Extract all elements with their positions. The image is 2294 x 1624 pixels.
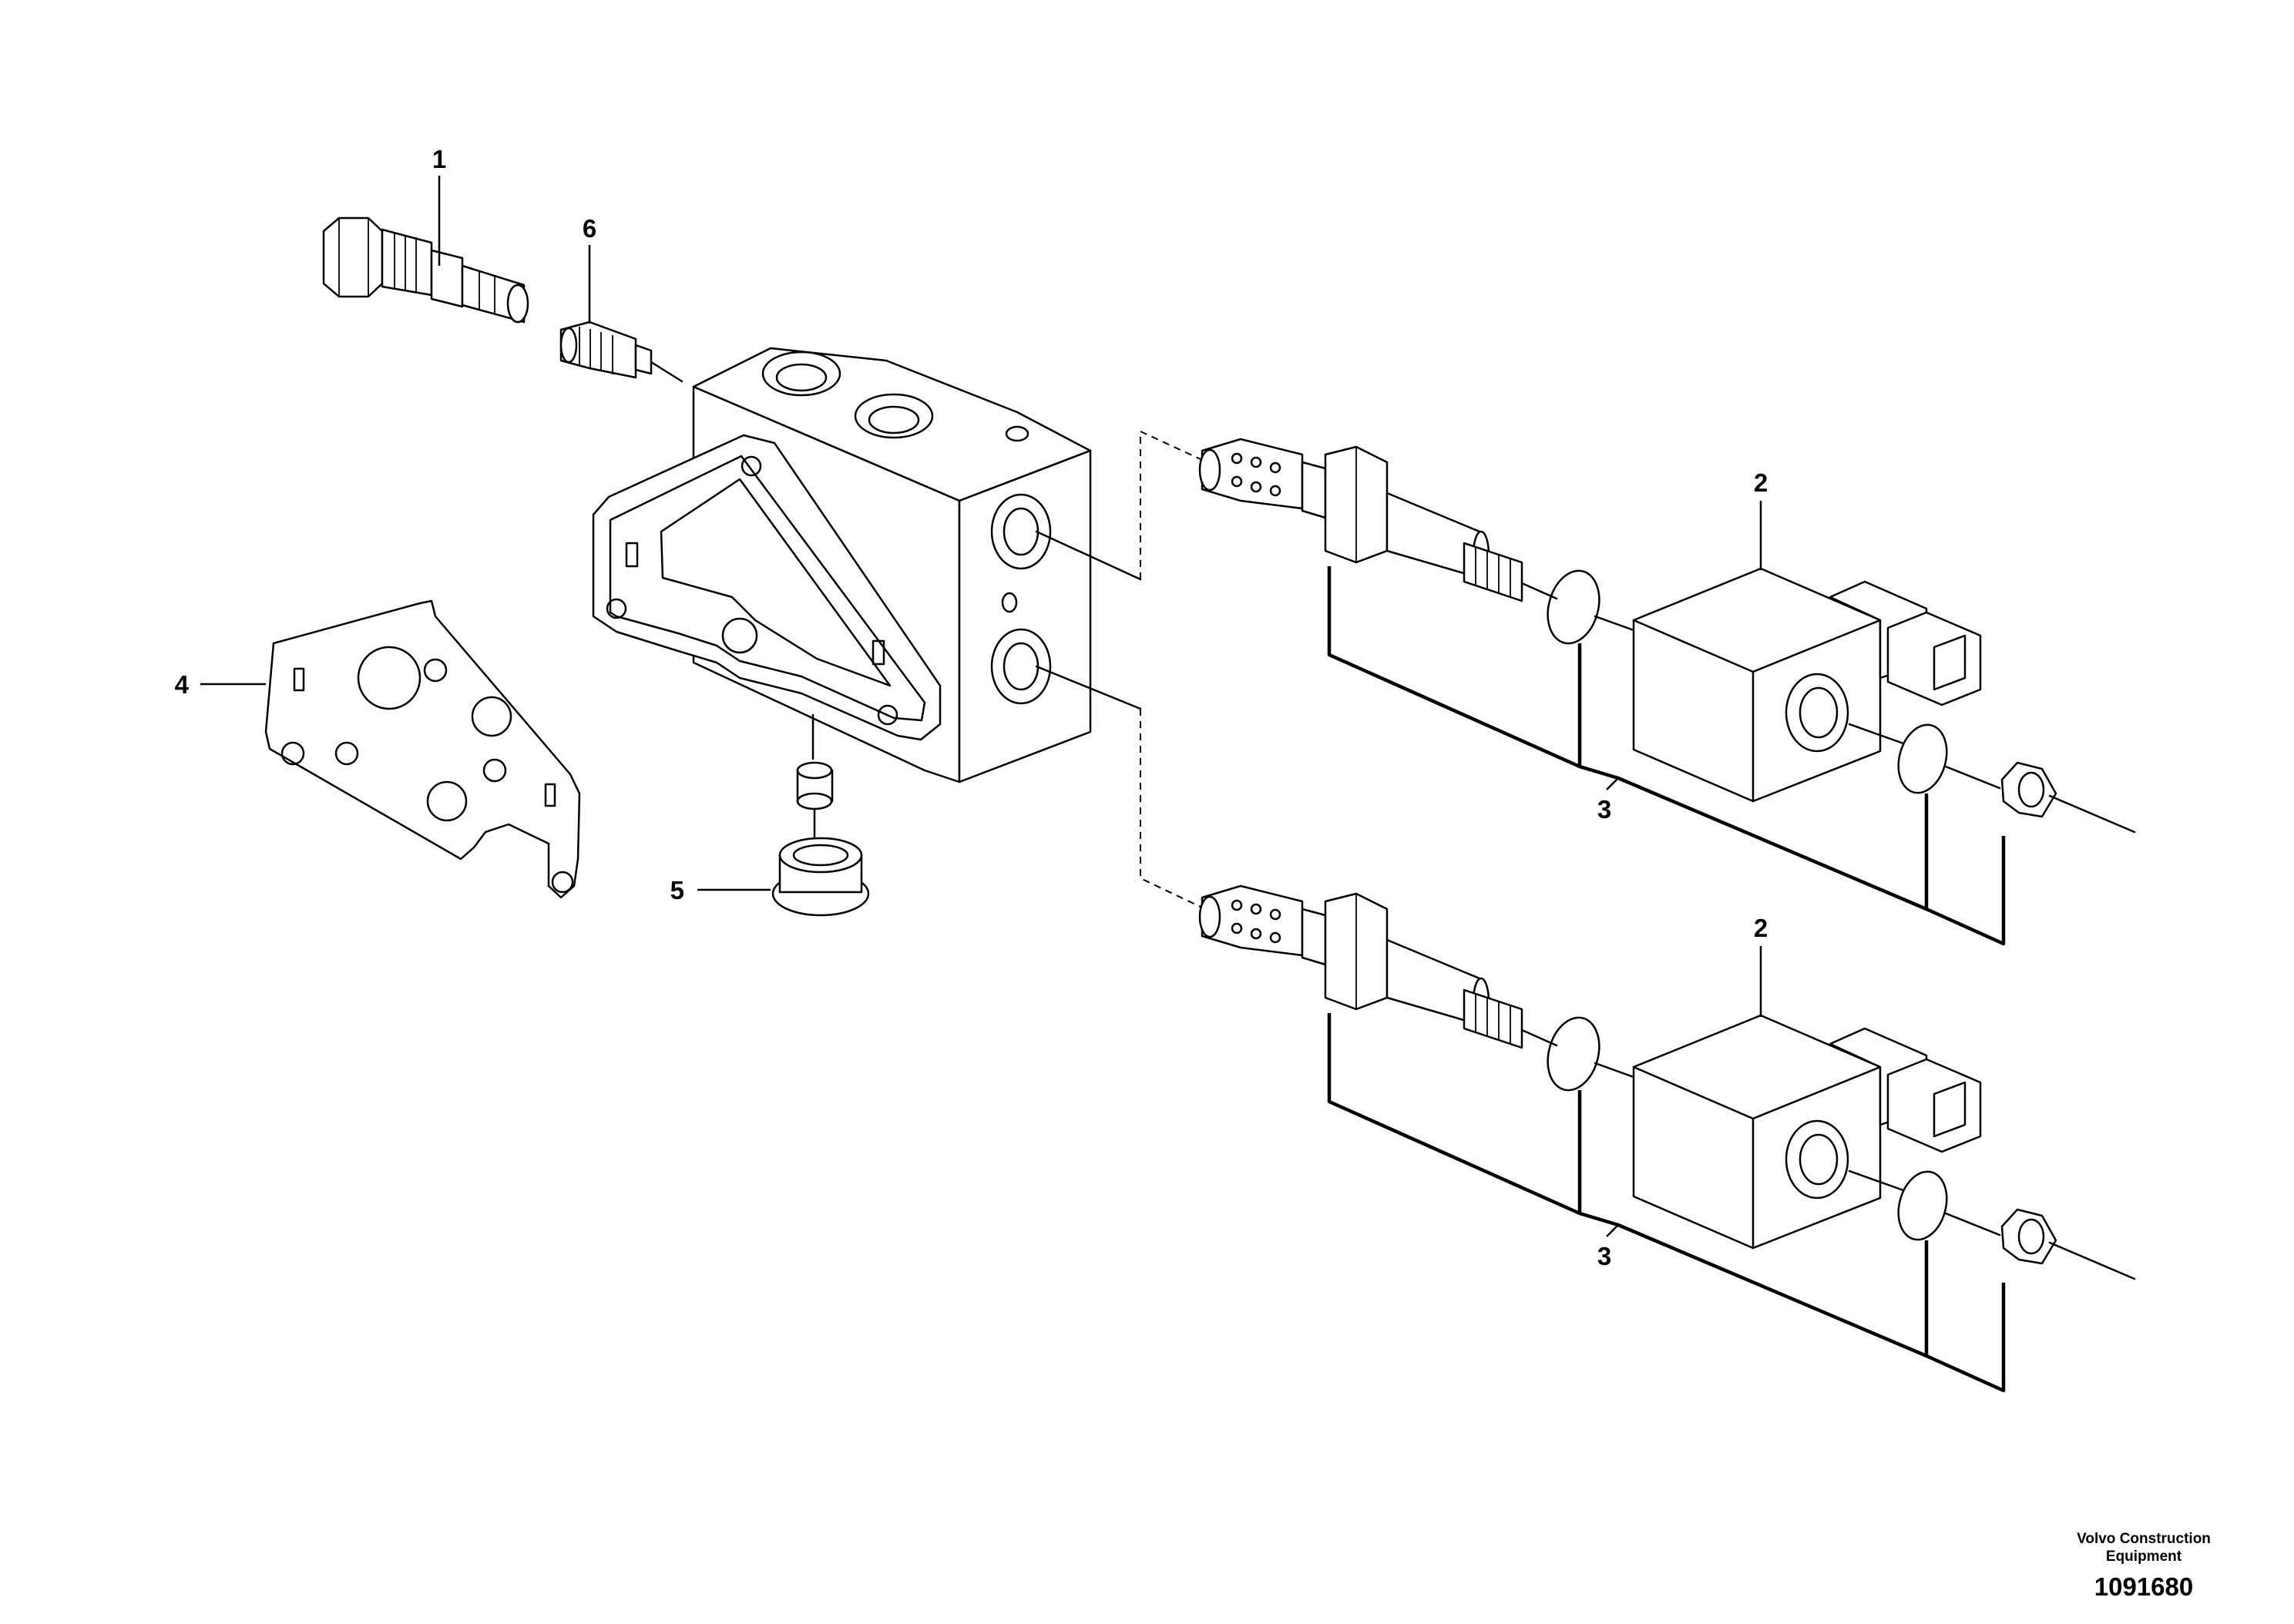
callout-3-upper: 3: [1597, 795, 1611, 824]
upper-solenoid-valve: [1198, 438, 2136, 946]
callout-3-lower: 3: [1597, 1242, 1611, 1270]
callout-1: 1: [432, 145, 446, 173]
brand-line-1: Volvo Construction: [2077, 1531, 2211, 1547]
part-6-plug: [559, 320, 683, 383]
part-5-plug: [771, 761, 870, 917]
document-number: 1091680: [2094, 1572, 2193, 1601]
valve-block: [592, 347, 1142, 783]
dashed-assembly-lines: [1140, 430, 1203, 908]
lower-solenoid-valve: [1198, 884, 2136, 1393]
callout-6: 6: [583, 214, 596, 243]
brand-line-2: Equipment: [2106, 1549, 2182, 1565]
callout-5: 5: [670, 876, 684, 904]
callout-2-lower: 2: [1754, 914, 1768, 942]
part-1-relief-valve: [322, 216, 529, 324]
part-4-gasket: [264, 599, 581, 899]
leader-lines: [200, 176, 1762, 1237]
callout-2-upper: 2: [1754, 468, 1768, 497]
callout-4: 4: [175, 670, 190, 699]
